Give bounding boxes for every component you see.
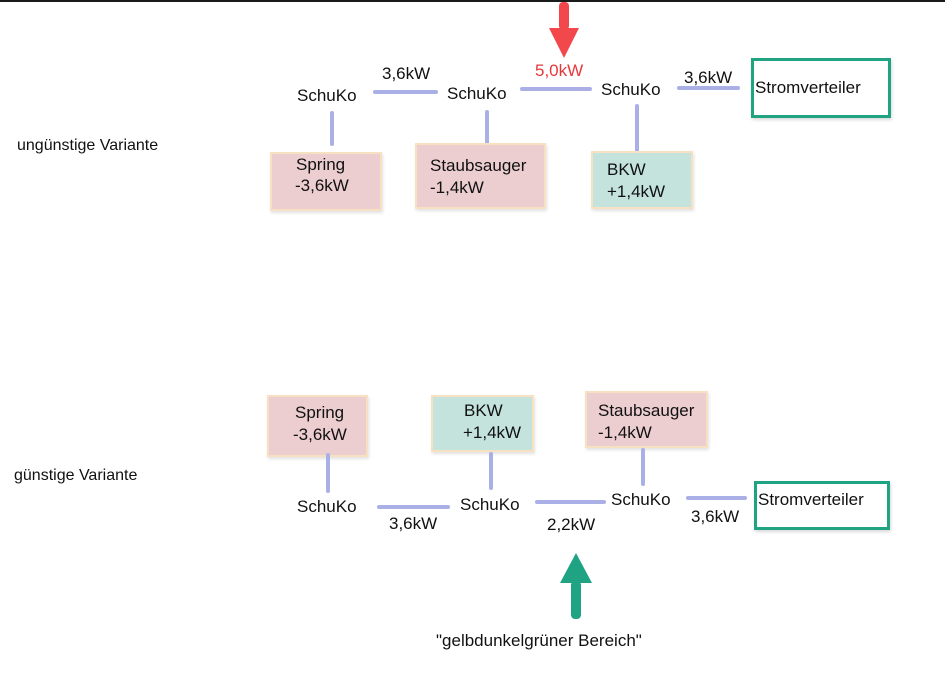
arrow-up-icon: [560, 553, 592, 619]
segment-power-label-highlight: 5,0kW: [535, 61, 584, 80]
device-box-staubsauger: Staubsauger -1,4kW: [585, 391, 708, 448]
device-box-spring: Spring -3,6kW: [270, 152, 382, 211]
device-name: BKW: [464, 401, 503, 420]
device-connection-line: [330, 111, 334, 146]
device-name: Staubsauger: [430, 156, 527, 175]
device-box-bkw: BKW +1,4kW: [431, 395, 534, 452]
variant-label: ungünstige Variante: [17, 137, 159, 154]
device-connection-line: [489, 452, 493, 490]
schuko-node: SchuKo: [297, 497, 357, 516]
device-name: Staubsauger: [598, 401, 695, 420]
arrow-down-icon: [549, 2, 579, 58]
connection-line: [377, 505, 450, 509]
connection-line: [520, 87, 592, 91]
connection-line: [373, 90, 438, 94]
device-connection-line: [326, 453, 330, 493]
device-power: +1,4kW: [607, 182, 666, 201]
segment-power-label: 3,6kW: [691, 507, 740, 526]
schuko-node: SchuKo: [460, 495, 520, 514]
schuko-node: SchuKo: [297, 86, 357, 105]
schuko-node: SchuKo: [601, 80, 661, 99]
distributor-label: Stromverteiler: [755, 78, 861, 97]
device-connection-line: [485, 110, 489, 157]
segment-power-label: 2,2kW: [547, 515, 596, 534]
device-name: Spring: [295, 403, 345, 422]
area-caption: "gelbdunkelgrüner Bereich": [436, 631, 642, 650]
device-power: -3,6kW: [295, 176, 349, 195]
connection-line: [677, 86, 740, 90]
device-connection-line: [635, 104, 639, 153]
device-power: +1,4kW: [463, 423, 522, 442]
device-power: -3,6kW: [293, 425, 347, 444]
segment-power-label: 3,6kW: [389, 514, 438, 533]
schuko-node: SchuKo: [611, 490, 671, 509]
top-border: [0, 0, 945, 2]
device-connection-line: [641, 448, 645, 486]
distributor-label: Stromverteiler: [758, 490, 864, 509]
device-power: -1,4kW: [430, 178, 484, 197]
device-power: -1,4kW: [598, 423, 652, 442]
device-name: Spring: [296, 155, 346, 174]
device-box-spring: Spring -3,6kW: [267, 395, 368, 457]
segment-power-label: 3,6kW: [684, 68, 733, 87]
schuko-node: SchuKo: [447, 84, 507, 103]
device-box-bkw: BKW +1,4kW: [591, 151, 693, 209]
stromverteiler-box: Stromverteiler: [754, 481, 890, 530]
variant-label: günstige Variante: [14, 467, 138, 484]
connection-line: [535, 500, 606, 504]
stromverteiler-box: Stromverteiler: [751, 58, 891, 118]
connection-line: [686, 496, 747, 500]
device-box-staubsauger: Staubsauger -1,4kW: [415, 143, 546, 209]
segment-power-label: 3,6kW: [382, 64, 431, 83]
device-name: BKW: [607, 160, 646, 179]
